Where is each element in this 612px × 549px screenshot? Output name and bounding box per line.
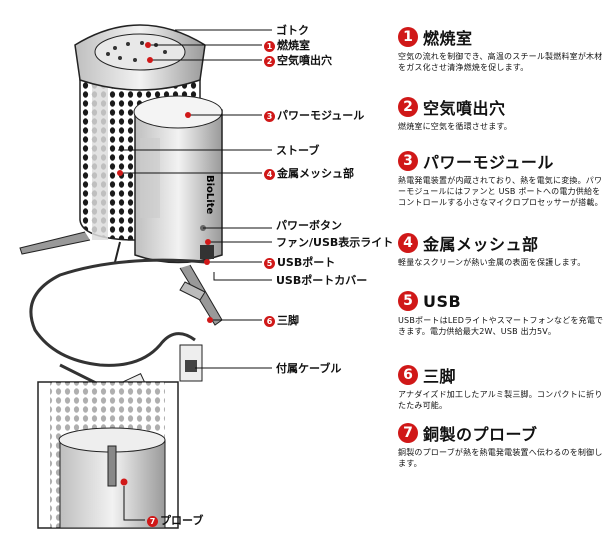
combustion-opening [94, 33, 186, 71]
tripod-leg-back [114, 241, 121, 263]
probe-shape [107, 445, 117, 487]
power-module-fins [140, 138, 160, 218]
tripod-leg-left [19, 231, 91, 255]
usb-port-shape [200, 245, 214, 259]
label-gotoku: ゴトク [276, 24, 309, 37]
cable [29, 258, 206, 367]
label-power-button: パワーボタン [276, 219, 342, 232]
leader-lines [117, 29, 272, 521]
label-cable: 付属ケーブル [276, 362, 342, 375]
label-fan-usb-light: ファン/USB表示ライト [276, 236, 394, 249]
brand-text: BioLite [204, 175, 215, 215]
power-module-top [133, 95, 223, 129]
label-usb-cover: USBポートカバー [276, 274, 368, 287]
label-stove: ストーブ [276, 144, 320, 157]
stove-band [92, 70, 108, 240]
